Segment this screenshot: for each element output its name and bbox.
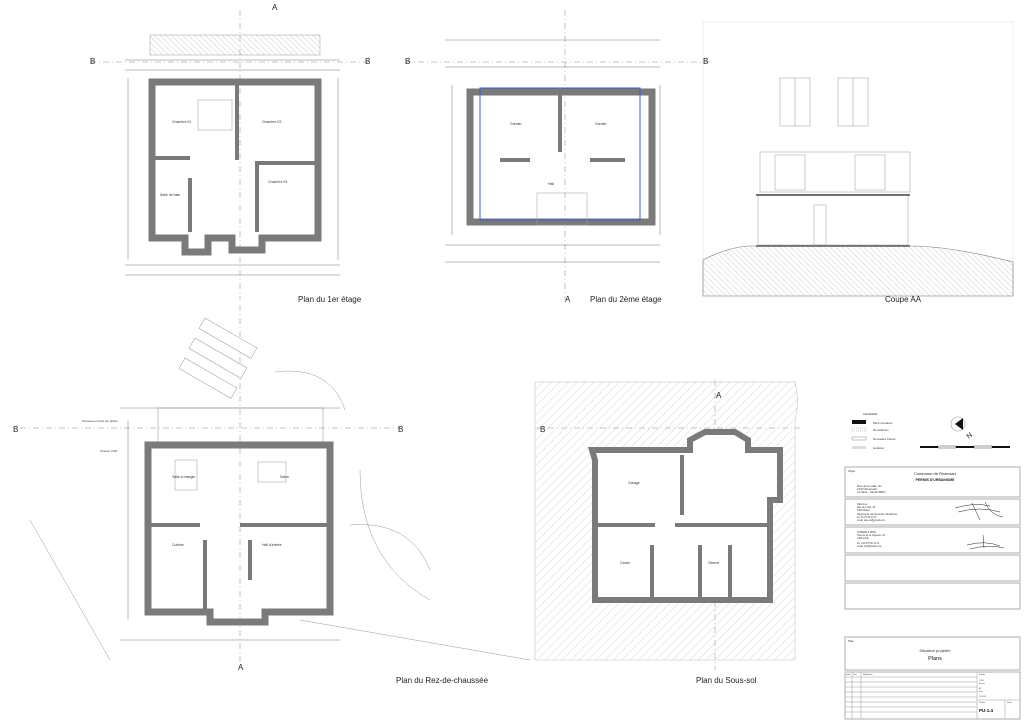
- revision-table: Indice Date Modification Echelle 1/100 F…: [844, 671, 1021, 720]
- section-mark-b: B: [398, 425, 403, 434]
- section-mark-a: A: [565, 295, 571, 304]
- legend-item: Isolation: [873, 446, 885, 450]
- room-label: Caves: [620, 561, 630, 565]
- section-mark-a: A: [716, 391, 722, 400]
- view-title: Plan du Sous-sol: [696, 676, 757, 685]
- architect-line: email: alex.va@gmail.com: [857, 519, 885, 522]
- side-note: Terrasse en bois sur pilotis: [82, 419, 118, 423]
- col-header: Modification: [863, 673, 873, 676]
- tb-label: Plan: [848, 639, 854, 643]
- plan-sous-sol: Garage Caves Citerne Plan du Sous-sol: [534, 381, 798, 685]
- contractor-line: email: info@tandem.be: [857, 545, 882, 548]
- view-title: Plan du 1er étage: [298, 295, 362, 304]
- plan-title: Plans: [928, 656, 942, 662]
- permit-type: PERMIS D'URBANISME: [916, 478, 956, 482]
- room-label: Chambre 01: [172, 120, 191, 124]
- owner-line: Rue de la Haie, 51: [857, 484, 882, 488]
- contractor-line: tél. +32 475 60 14 11: [857, 542, 880, 545]
- room-label: Salle à manger: [172, 475, 196, 479]
- col-header: Date: [853, 673, 857, 676]
- tb-label: Objet: [848, 469, 855, 473]
- architect-line: tél. 04 75 60 14 11: [857, 516, 877, 519]
- room-label: Salle de bain: [160, 193, 180, 197]
- coupe-aa: Coupe AA: [702, 21, 1014, 304]
- section-mark-b: B: [540, 425, 545, 434]
- room-label: Chambre 02: [262, 120, 281, 124]
- plan-1er-etage: Chambre 01 Chambre 02 Chambre 03 Salle d…: [125, 34, 362, 304]
- legend-item: Démolitions: [873, 428, 889, 432]
- tb-label: Date: [979, 690, 983, 693]
- architect-line: Rue de Limal, 32: [857, 506, 876, 509]
- legend: LEGENDE Murs existants Démolitions Nouve…: [851, 412, 1010, 450]
- plan-rez-de-chaussee: Salle à manger Salon Cuisine Hall d'entr…: [29, 317, 531, 685]
- room-label: Hall: [548, 182, 554, 186]
- section-marks: A B B B B B B B A A A: [13, 3, 722, 672]
- tb-label: Format: [979, 682, 985, 685]
- section-mark-b: B: [703, 57, 708, 66]
- section-mark-b: B: [13, 425, 18, 434]
- tb-label: Echelle: [979, 674, 985, 676]
- north-label: N: [966, 432, 974, 441]
- tb-label: Indice: [1007, 702, 1012, 704]
- view-title: Plan du 2ème étage: [590, 295, 662, 304]
- scale-bar: [920, 445, 1010, 449]
- section-mark-b: B: [365, 57, 370, 66]
- contractor-line: TANDEM & SPRL: [857, 531, 877, 534]
- plan-2eme-etage: Grenier Grenier Hall Plan du 2ème étage: [445, 39, 662, 304]
- architect-line: 1300 Wavre: [857, 509, 870, 512]
- room-label: Grenier: [595, 122, 608, 126]
- owner-line: 1332 Rixensart: [857, 487, 877, 491]
- side-note: Chemin 0.0P: [100, 449, 117, 453]
- tb-label: N° plan: [979, 702, 985, 704]
- commune: Commune de Rixensart: [914, 471, 957, 476]
- date-value: 21.09.18: [979, 696, 986, 698]
- scale-value: 1/100: [979, 680, 984, 682]
- title-block: Objet Commune de Rixensart PERMIS D'URBA…: [844, 466, 1021, 720]
- legend-item: Murs existants: [873, 421, 893, 425]
- view-title: Plan du Rez-de-chaussée: [396, 676, 489, 685]
- contractor-line: Chemin de la Juguette, 25: [857, 534, 886, 537]
- col-header: Indice: [846, 674, 851, 676]
- contractor-line: 1300 Limal: [857, 537, 869, 540]
- room-label: Salon: [280, 475, 289, 479]
- architect-line: Représenté par Alexandre Vandamme: [857, 513, 898, 516]
- room-label: Hall d'entrée: [262, 543, 282, 547]
- format-value: A3: [979, 687, 981, 690]
- signature-architect: [954, 501, 1004, 521]
- section-mark-a: A: [238, 663, 244, 672]
- legend-title: LEGENDE: [863, 412, 877, 416]
- section-mark-b: B: [90, 57, 95, 66]
- room-label: Grenier: [510, 122, 523, 126]
- room-label: Citerne: [708, 561, 719, 565]
- section-mark-b: B: [405, 57, 410, 66]
- room-label: Chambre 03: [268, 180, 287, 184]
- plan-number: PU-1.4: [979, 708, 994, 713]
- plan-subtitle: Situation projetée: [919, 648, 951, 653]
- section-mark-a: A: [272, 3, 278, 12]
- owner-line: Localité - 02/41/28/27: [857, 490, 886, 494]
- room-label: Cuisine: [172, 543, 184, 547]
- legend-item: Nouvelles Parois: [873, 437, 896, 441]
- room-label: Garage: [628, 481, 640, 485]
- signature-contractor: [966, 534, 1005, 550]
- north-arrow-icon: N: [950, 416, 974, 441]
- architect-line: CELIA sa: [857, 503, 868, 506]
- view-title: Coupe AA: [885, 295, 922, 304]
